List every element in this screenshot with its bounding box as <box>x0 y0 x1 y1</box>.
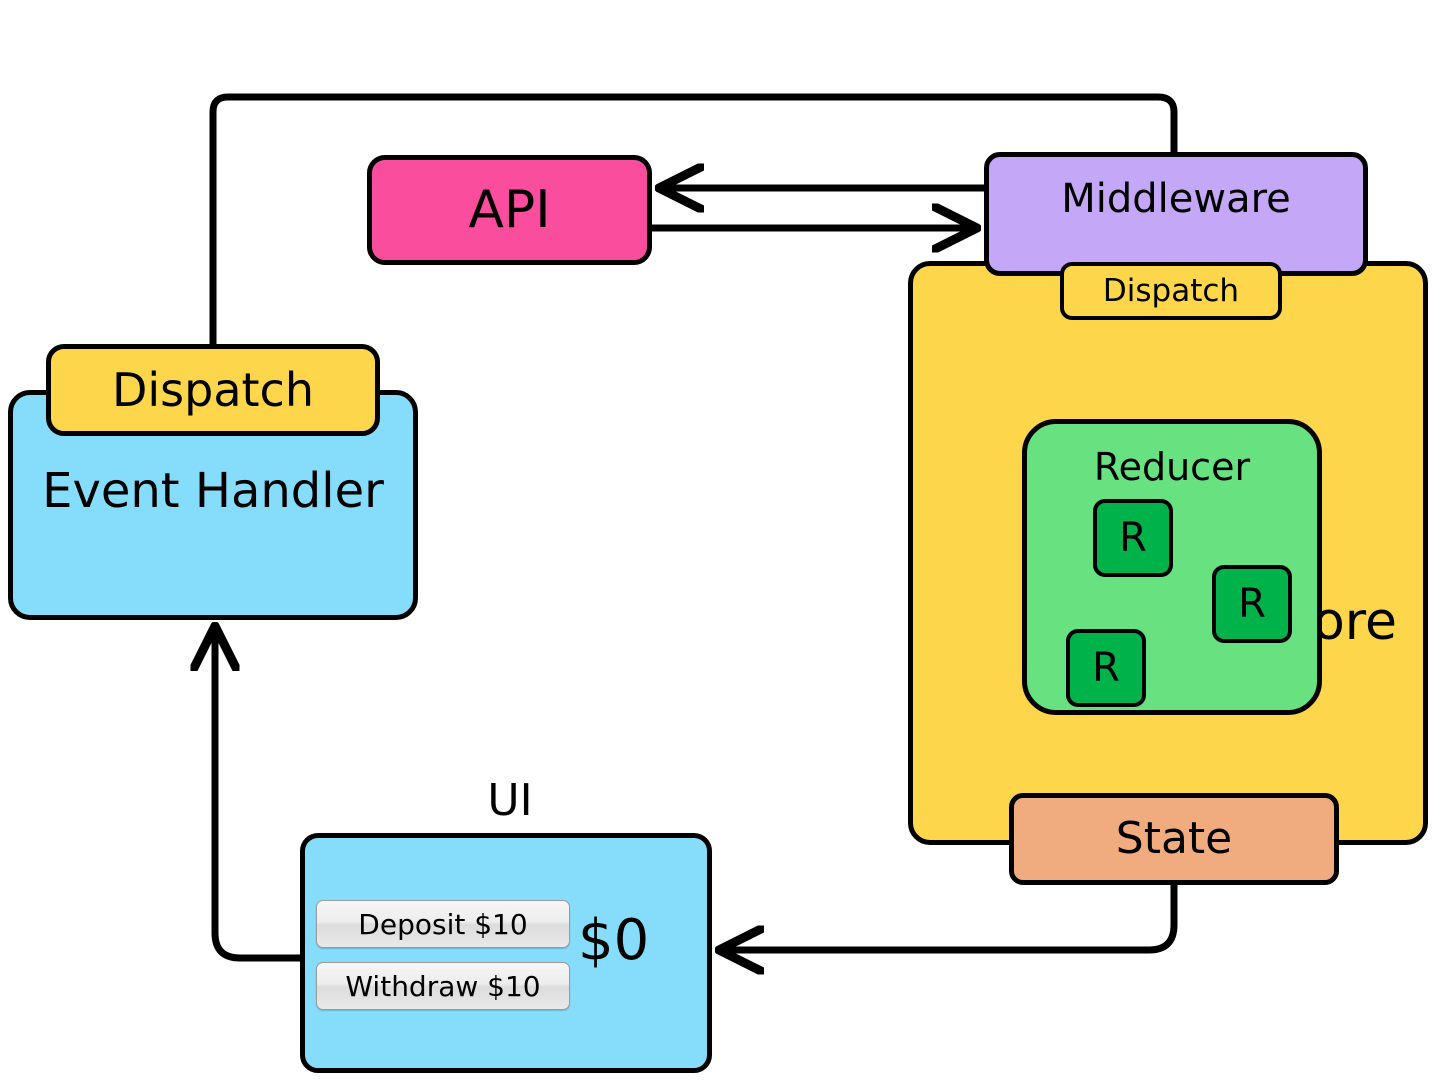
event-handler-label: Event Handler <box>42 463 384 519</box>
ui-panel[interactable] <box>300 833 712 1073</box>
reducer-item[interactable]: R <box>1093 499 1173 577</box>
middleware-label: Middleware <box>1061 176 1291 222</box>
reducer-label: Reducer <box>1093 445 1251 489</box>
ui-label: UI <box>487 775 533 826</box>
api-node[interactable]: API <box>367 155 652 265</box>
state-node[interactable]: State <box>1009 793 1339 885</box>
withdraw-button-label: Withdraw $10 <box>345 969 541 1003</box>
api-label: API <box>468 180 551 240</box>
deposit-button-label: Deposit $10 <box>358 907 528 941</box>
reducer-item-label: R <box>1238 581 1266 627</box>
balance-display: $0 <box>578 908 650 973</box>
withdraw-button[interactable]: Withdraw $10 <box>316 962 570 1010</box>
dispatch-left-node[interactable]: Dispatch <box>46 344 380 436</box>
reducer-item-label: R <box>1119 515 1147 561</box>
edge-state-to-ui <box>723 885 1178 950</box>
reducer-item[interactable]: R <box>1212 565 1292 643</box>
dispatch-store-label: Dispatch <box>1102 272 1240 309</box>
dispatch-left-label: Dispatch <box>111 363 315 417</box>
reducer-item[interactable]: R <box>1066 629 1146 707</box>
edge-ui-to-event-handler <box>215 630 300 962</box>
state-label: State <box>1115 813 1233 864</box>
deposit-button[interactable]: Deposit $10 <box>316 900 570 948</box>
dispatch-store-node[interactable]: Dispatch <box>1060 262 1282 320</box>
middleware-node[interactable]: Middleware <box>984 152 1368 276</box>
reducer-item-label: R <box>1092 645 1120 691</box>
